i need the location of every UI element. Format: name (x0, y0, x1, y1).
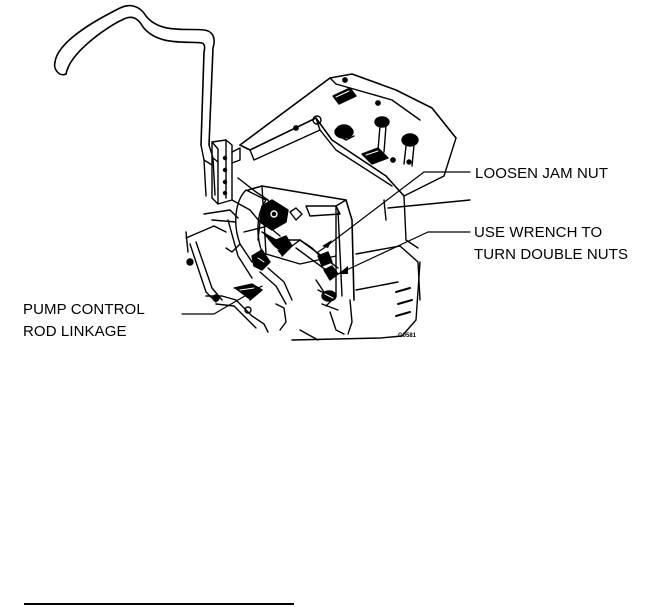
callout-pump-control-line-2: ROD LINKAGE (23, 323, 127, 340)
control-console (239, 73, 457, 197)
figure-code: G0581 (398, 333, 417, 339)
control-handle (53, 4, 219, 197)
support-bracket (269, 205, 343, 297)
footnote-divider (24, 603, 294, 605)
leader-jam-nut (323, 171, 471, 249)
leader-pump-linkage (181, 285, 263, 315)
callout-pump-control-line-1: PUMP CONTROL (23, 301, 145, 318)
leader-wrench (337, 231, 471, 275)
callout-use-wrench-line-2: TURN DOUBLE NUTS (474, 246, 629, 263)
lever-bracket (211, 139, 241, 205)
callout-loosen-jam-nut: LOOSEN JAM NUT (475, 165, 609, 182)
callout-use-wrench-line-1: USE WRENCH TO (474, 224, 603, 241)
pump-control-linkage (185, 177, 339, 333)
